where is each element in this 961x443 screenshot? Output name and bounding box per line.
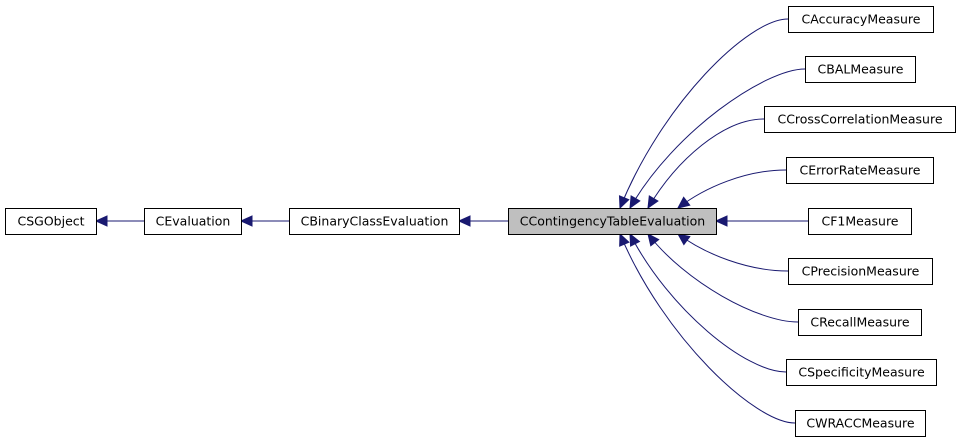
edge-ccontingencytableevaluation-to-cbinaryclassevaluation (457, 215, 508, 227)
inheritance-arrowhead (677, 233, 691, 246)
class-node-cbalmeasure[interactable]: CBALMeasure (805, 56, 916, 83)
current-class-box (508, 208, 717, 235)
class-box (788, 258, 933, 285)
inheritance-arrowhead (619, 232, 630, 247)
class-label: CEvaluation (156, 214, 231, 229)
edge-line (619, 18, 789, 209)
class-label: CSGObject (17, 214, 84, 229)
edge-line (629, 68, 806, 209)
class-box (764, 106, 956, 133)
inheritance-arrowhead (647, 195, 659, 210)
class-label: CBinaryClassEvaluation (301, 214, 449, 229)
edge-cevaluation-to-csgobject (94, 215, 144, 227)
edge-cf1measure-to-ccontingencytableevaluation (714, 215, 808, 227)
edge-ccrosscorrelationmeasure-to-ccontingencytableevaluation (647, 118, 765, 210)
inheritance-arrowhead (618, 195, 630, 210)
inheritance-arrowhead (457, 215, 471, 227)
class-node-ccrosscorrelationmeasure[interactable]: CCrossCorrelationMeasure (764, 106, 956, 133)
edge-cwraccmeasure-to-ccontingencytableevaluation (619, 232, 796, 424)
class-box (795, 410, 926, 437)
edge-caccuracymeasure-to-ccontingencytableevaluation (618, 18, 789, 210)
class-box (5, 208, 97, 235)
class-node-caccuracymeasure[interactable]: CAccuracyMeasure (788, 6, 934, 33)
class-label: CErrorRateMeasure (800, 163, 921, 178)
inheritance-arrowhead (677, 196, 691, 209)
class-node-cspecificitymeasure[interactable]: CSpecificityMeasure (786, 359, 937, 386)
class-box (798, 309, 922, 336)
edge-line (677, 169, 787, 209)
inheritance-arrowhead (239, 215, 253, 227)
inheritance-arrowhead (629, 232, 641, 247)
edge-crecallmeasure-to-ccontingencytableevaluation (647, 233, 799, 323)
edge-cspecificitymeasure-to-ccontingencytableevaluation (629, 232, 787, 373)
class-nodes: CSGObject CEvaluation CBinaryClassEvaluati… (5, 6, 956, 437)
class-node-cf1measure[interactable]: CF1Measure (808, 208, 912, 235)
edge-cbinaryclassevaluation-to-cevaluation (239, 215, 289, 227)
edge-line (677, 233, 789, 272)
edge-cbalmeasure-to-ccontingencytableevaluation (629, 68, 806, 210)
class-node-ccontingencytableevaluation: CContingencyTableEvaluation (508, 208, 717, 235)
class-box (805, 56, 916, 83)
inheritance-edges (94, 18, 808, 424)
class-box (786, 359, 937, 386)
class-label: CContingencyTableEvaluation (520, 214, 705, 229)
edge-line (619, 233, 796, 424)
class-label: CRecallMeasure (810, 315, 909, 330)
class-node-cevaluation[interactable]: CEvaluation (144, 208, 242, 235)
inheritance-arrowhead (629, 195, 641, 210)
class-label: CSpecificityMeasure (798, 365, 925, 380)
edge-cerrorratemeasure-to-ccontingencytableevaluation (677, 169, 787, 209)
inheritance-arrowhead (94, 215, 108, 227)
class-label: CCrossCorrelationMeasure (777, 112, 942, 127)
class-node-cprecisionmeasure[interactable]: CPrecisionMeasure (788, 258, 933, 285)
class-box (289, 208, 460, 235)
class-node-cwraccmeasure[interactable]: CWRACCMeasure (795, 410, 926, 437)
inheritance-arrowhead (647, 233, 660, 247)
edge-cprecisionmeasure-to-ccontingencytableevaluation (677, 233, 789, 272)
class-label: CF1Measure (822, 214, 899, 229)
class-box (144, 208, 242, 235)
edge-line (629, 233, 787, 373)
class-node-cerrorratemeasure[interactable]: CErrorRateMeasure (786, 157, 934, 184)
class-label: CAccuracyMeasure (802, 12, 921, 27)
class-box (786, 157, 934, 184)
class-label: CBALMeasure (818, 62, 904, 77)
inheritance-arrowhead (714, 215, 728, 227)
class-label: CWRACCMeasure (806, 416, 914, 431)
class-label: CPrecisionMeasure (802, 264, 920, 279)
edge-line (647, 118, 765, 209)
edge-line (647, 233, 799, 323)
class-node-csgobject[interactable]: CSGObject (5, 208, 97, 235)
class-box (808, 208, 912, 235)
class-box (788, 6, 934, 33)
class-node-crecallmeasure[interactable]: CRecallMeasure (798, 309, 922, 336)
class-node-cbinaryclassevaluation[interactable]: CBinaryClassEvaluation (289, 208, 460, 235)
